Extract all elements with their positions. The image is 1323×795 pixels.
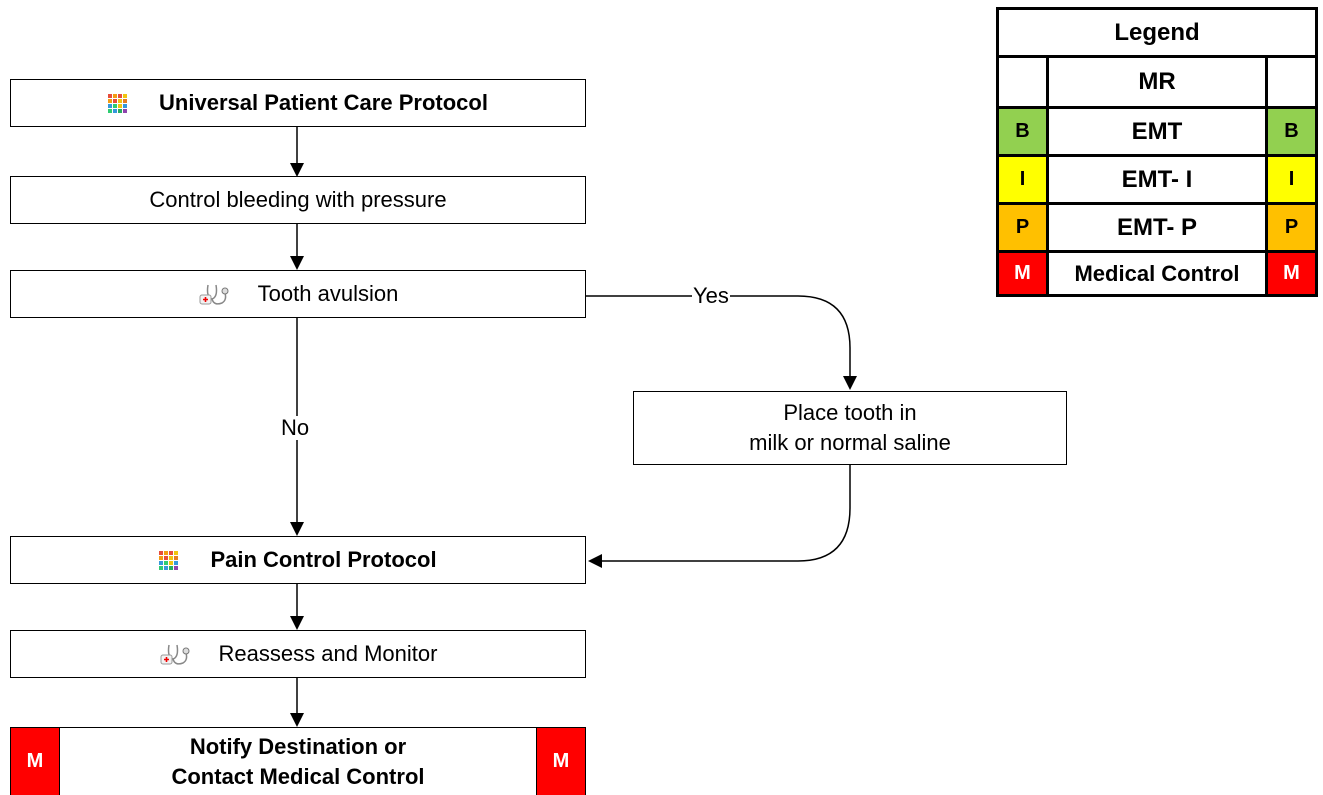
notify-box[interactable]: Notify Destination or Contact Medical Co… (10, 727, 586, 795)
legend-emt-i-label: EMT- I (1121, 165, 1193, 193)
edge-label-yes: Yes (692, 283, 730, 308)
control-bleeding-label: Control bleeding with pressure (149, 187, 447, 212)
universal-protocol-content: Universal Patient Care Protocol (108, 90, 488, 116)
place-tooth-box[interactable]: Place tooth in milk or normal saline (633, 391, 1067, 465)
legend-title: Legend (999, 10, 1315, 58)
protocol-grid-icon (108, 93, 128, 113)
tooth-avulsion-label: Tooth avulsion (257, 281, 399, 306)
legend-emt-i-left: I (999, 157, 1049, 202)
notify-line2: Contact Medical Control (171, 763, 425, 789)
legend-table: Legend MR B EMT B I EMT- I I P EMT- P P … (996, 7, 1318, 297)
legend-emt-label: EMT (1131, 117, 1183, 145)
legend-emt-left: B (999, 109, 1049, 154)
universal-protocol-label: Universal Patient Care Protocol (159, 90, 488, 115)
legend-row-mr: MR (999, 58, 1315, 106)
stethoscope-icon (199, 284, 229, 305)
reassess-box[interactable]: Reassess and Monitor (10, 630, 586, 678)
pain-control-label: Pain Control Protocol (210, 547, 437, 572)
legend-row-emt-i: I EMT- I I (999, 154, 1315, 202)
legend-mr-left (999, 58, 1049, 106)
legend-emt-p-label: EMT- P (1116, 213, 1197, 241)
tooth-avulsion-box[interactable]: Tooth avulsion (10, 270, 586, 318)
legend-emt-p-left: P (999, 205, 1049, 250)
legend-mc-label: Medical Control (1074, 260, 1240, 286)
medical-control-badge-right: M (536, 727, 586, 795)
legend-mc-right: M (1265, 253, 1315, 294)
legend-mr-label: MR (1138, 68, 1176, 95)
medical-control-badge-left: M (10, 727, 60, 795)
arrow-place-tooth-to-pain (588, 465, 851, 568)
arrow-avulsion-to-place-tooth-yes (586, 295, 857, 390)
legend-row-emt-p: P EMT- P P (999, 202, 1315, 250)
legend-row-medical-control: M Medical Control M (999, 250, 1315, 294)
legend-mc-left: M (999, 253, 1049, 294)
legend-row-emt: B EMT B (999, 106, 1315, 154)
place-tooth-line2: milk or normal saline (749, 430, 951, 455)
reassess-label: Reassess and Monitor (218, 641, 438, 666)
reassess-content: Reassess and Monitor (159, 639, 438, 669)
control-bleeding-box[interactable]: Control bleeding with pressure (10, 176, 586, 224)
legend-emt-right: B (1265, 109, 1315, 154)
edge-label-no: No (280, 415, 311, 440)
legend-emt-p-right: P (1265, 205, 1315, 250)
place-tooth-line1: Place tooth in (783, 400, 917, 425)
tooth-avulsion-content: Tooth avulsion (198, 279, 399, 309)
pain-control-content: Pain Control Protocol (159, 547, 437, 573)
notify-line1: Notify Destination or (189, 733, 407, 759)
universal-protocol-box[interactable]: Universal Patient Care Protocol (10, 79, 586, 127)
protocol-grid-icon (159, 550, 179, 570)
legend-mr-right (1265, 58, 1315, 106)
stethoscope-icon (160, 644, 190, 665)
legend-emt-i-right: I (1265, 157, 1315, 202)
pain-control-box[interactable]: Pain Control Protocol (10, 536, 586, 584)
